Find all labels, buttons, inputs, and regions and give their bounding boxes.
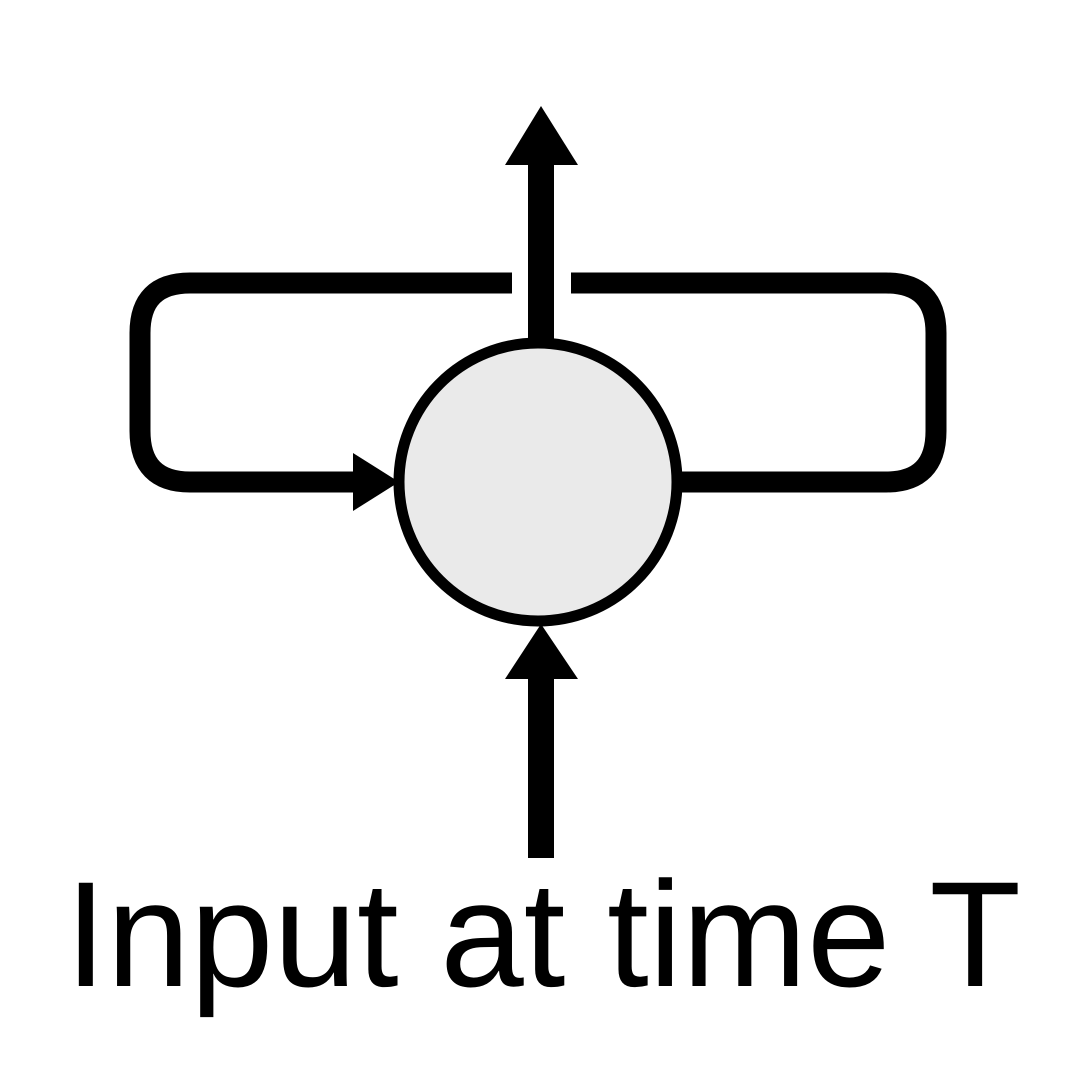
output-arrowhead (505, 106, 578, 165)
recurrent-loop-left (129, 272, 512, 493)
input-arrowhead (505, 624, 578, 679)
recurrent-loop-right (571, 272, 947, 493)
node-circle (393, 337, 683, 627)
recurrent-loop-arrowhead (353, 453, 399, 511)
caption: Input at time T (65, 850, 1021, 1018)
